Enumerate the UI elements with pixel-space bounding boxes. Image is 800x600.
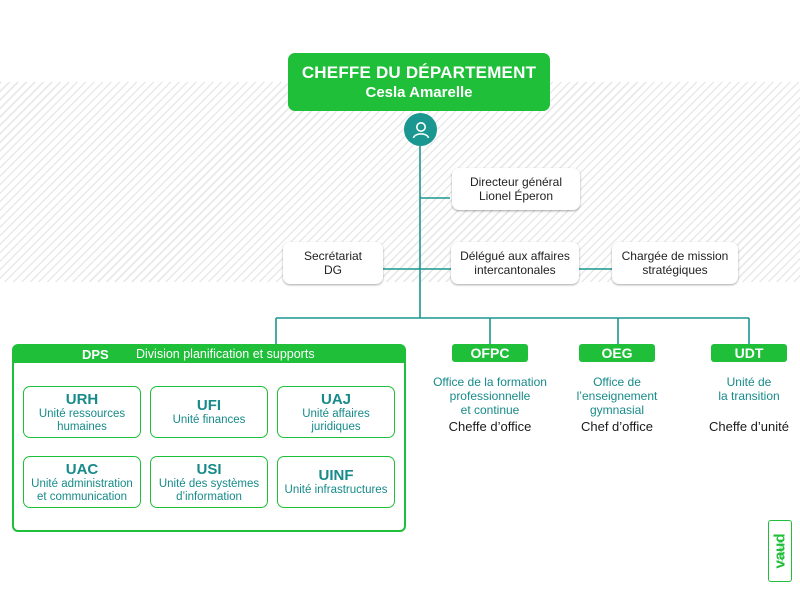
office-name-line: l’enseignement xyxy=(576,389,658,403)
office-role-ofpc: Cheffe d’office xyxy=(448,419,532,434)
office-badge-udt: UDT xyxy=(711,344,787,362)
delegate-box: Délégué aux affaires intercantonales xyxy=(451,242,579,284)
office-role-udt: Cheffe d’unité xyxy=(709,419,789,434)
office-role-oeg: Chef d’office xyxy=(580,419,654,434)
dps-label: Division planification et supports xyxy=(136,347,315,361)
unit-code: URH xyxy=(65,390,99,408)
unit-urh: URH Unité ressources humaines xyxy=(23,386,141,438)
office-name-oeg: Office de l’enseignement gymnasial xyxy=(557,375,677,417)
unit-uinf: UINF Unité infrastructures xyxy=(277,456,395,508)
unit-code: UINF xyxy=(318,467,354,484)
office-name-line: la transition xyxy=(718,389,780,403)
unit-uac: UAC Unité administration et communicatio… xyxy=(23,456,141,508)
dps-code: DPS xyxy=(82,347,109,362)
office-name-line: Office de xyxy=(593,375,641,389)
canton-vaud-logo: vaud Canton de xyxy=(768,520,792,582)
unit-name: Unité infrastructures xyxy=(284,484,388,496)
office-name-line: et continue xyxy=(460,403,520,417)
unit-name: humaines xyxy=(57,420,107,433)
dps-header: DPS Division planification et supports xyxy=(14,346,404,363)
unit-name: juridiques xyxy=(311,420,361,433)
delegate-line1: Délégué aux affaires xyxy=(460,249,570,263)
unit-name: Unité administration xyxy=(31,477,133,490)
mission-officer-box: Chargée de mission stratégiques xyxy=(612,242,738,284)
head-title: CHEFFE DU DÉPARTEMENT xyxy=(301,63,537,82)
logo-small-text: Canton de xyxy=(778,539,785,563)
secretariat-line1: Secrétariat xyxy=(303,249,363,263)
unit-name: et communication xyxy=(36,490,128,503)
unit-code: UFI xyxy=(196,397,222,414)
head-of-department-box: CHEFFE DU DÉPARTEMENT Cesla Amarelle xyxy=(288,53,550,111)
office-name-line: Office de la formation xyxy=(433,375,547,389)
director-general-name: Lionel Éperon xyxy=(478,189,554,203)
office-name-line: Unité de xyxy=(726,375,772,389)
secretariat-box: Secrétariat DG xyxy=(283,242,383,284)
unit-code: USI xyxy=(196,460,222,478)
director-general-box: Directeur général Lionel Éperon xyxy=(452,168,580,210)
unit-code: UAJ xyxy=(320,390,351,408)
office-name-ofpc: Office de la formation professionnelle e… xyxy=(420,375,560,417)
mission-officer-line2: stratégiques xyxy=(642,263,708,277)
unit-name: Unité des systèmes xyxy=(158,477,260,490)
dps-division: DPS Division planification et supports U… xyxy=(12,344,406,532)
unit-name: Unité ressources xyxy=(38,407,126,420)
office-badge-oeg: OEG xyxy=(579,344,655,362)
unit-uaj: UAJ Unité affaires juridiques xyxy=(277,386,395,438)
office-name-udt: Unité de la transition xyxy=(694,375,800,403)
office-name-line: professionnelle xyxy=(449,389,531,403)
secretariat-line2: DG xyxy=(324,263,342,277)
mission-officer-line1: Chargée de mission xyxy=(621,249,729,263)
head-name: Cesla Amarelle xyxy=(365,84,473,101)
unit-name: Unité finances xyxy=(172,414,246,426)
unit-name: Unité affaires xyxy=(302,407,370,420)
unit-code: UAC xyxy=(65,460,99,478)
office-badge-ofpc: OFPC xyxy=(452,344,528,362)
director-general-title: Directeur général xyxy=(469,175,563,189)
unit-usi: USI Unité des systèmes d’information xyxy=(150,456,268,508)
person-icon xyxy=(404,113,437,146)
unit-name: d’information xyxy=(176,490,242,503)
delegate-line2: intercantonales xyxy=(474,263,556,277)
unit-ufi: UFI Unité finances xyxy=(150,386,268,438)
office-name-line: gymnasial xyxy=(589,403,645,417)
